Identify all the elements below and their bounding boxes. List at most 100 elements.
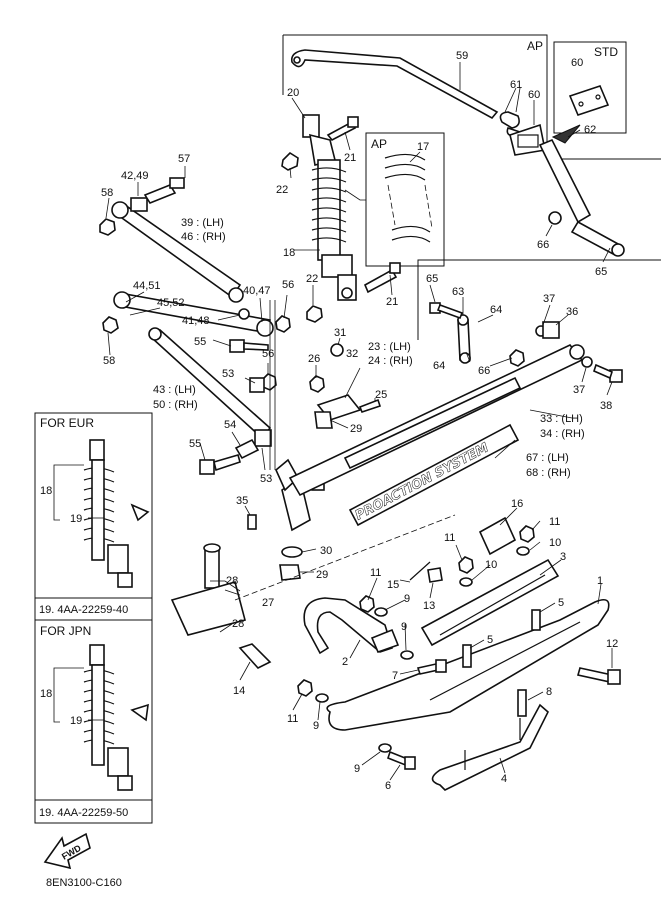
stabilizer-bar-59 — [290, 49, 499, 120]
callout-32: 32 — [346, 348, 358, 360]
callout-55-a: 55 — [194, 336, 206, 348]
callout-14: 14 — [233, 685, 245, 697]
ski-runner-4 — [431, 703, 549, 791]
callout-58-top: 58 — [101, 187, 113, 199]
clip-62 — [551, 124, 581, 144]
callout-1: 1 — [597, 575, 603, 587]
ap-spring-frame-label: AP — [371, 137, 387, 151]
washer-9-d — [378, 743, 392, 753]
washer-30 — [281, 546, 303, 558]
stabilizer-link-63 — [457, 314, 471, 364]
callout-6: 6 — [385, 780, 391, 792]
washer-37-bottom — [581, 356, 593, 368]
bolt-55-b — [199, 454, 241, 475]
jpn-callout-18: 18 — [40, 688, 52, 700]
collar-54 — [234, 438, 260, 460]
callout-3: 3 — [560, 551, 566, 563]
callout-68-rh: 68 : (RH) — [526, 467, 571, 479]
callout-5-b: 5 — [487, 634, 493, 646]
callout-40-47: 40,47 — [243, 285, 271, 297]
callout-28-b: 28 — [232, 618, 244, 630]
callout-39-lh: 39 : (LH) — [181, 217, 224, 229]
callout-4: 4 — [501, 773, 507, 785]
callout-24-rh: 24 : (RH) — [368, 355, 413, 367]
front-shock-18 — [302, 114, 357, 301]
stabilizer-link — [538, 138, 625, 257]
spindle-2 — [303, 597, 400, 655]
callout-45-52: 45,52 — [157, 297, 185, 309]
callout-12: 12 — [606, 638, 618, 650]
bolt-25 — [358, 398, 382, 413]
bushing-13 — [427, 567, 443, 583]
callout-11-b: 11 — [549, 516, 560, 528]
bushing-53-a — [249, 377, 265, 393]
bushing-53-b — [254, 429, 272, 447]
inset-jpn: FOR JPN 18 19 19. 4AA-22259-50 — [34, 619, 153, 824]
bushing-42 — [130, 177, 185, 212]
std-frame-label: STD — [594, 45, 618, 59]
callout-5-a: 5 — [558, 597, 564, 609]
bushing-36 — [542, 321, 560, 339]
jpn-part-code: 19. 4AA-22259-50 — [39, 807, 128, 819]
callout-66-link: 66 — [478, 365, 490, 377]
callout-55-b: 55 — [189, 438, 201, 450]
bolt-6 — [387, 750, 416, 770]
callout-64-a: 64 — [490, 304, 502, 316]
clip-31 — [330, 343, 344, 357]
callout-38: 38 — [600, 400, 612, 412]
ap-spring-frame: AP — [365, 132, 445, 267]
nut-11-b — [519, 525, 535, 543]
callout-11-a: 11 — [444, 532, 455, 544]
bolt-65-link — [429, 302, 464, 320]
eur-shock — [83, 439, 133, 588]
nut-22-top — [281, 151, 299, 171]
steering-arm-27 — [170, 543, 246, 636]
callout-60-std: 60 — [571, 57, 583, 69]
callout-37-bottom: 37 — [573, 384, 585, 396]
callout-26: 26 — [308, 353, 320, 365]
callout-41-48: 41,48 — [182, 315, 210, 327]
eur-part-code: 19. 4AA-22259-40 — [39, 604, 128, 616]
callout-46-rh: 46 : (RH) — [181, 231, 226, 243]
callout-56-a: 56 — [282, 279, 294, 291]
eur-clip — [130, 503, 150, 522]
callout-10-b: 10 — [485, 559, 497, 571]
plate-60-std — [568, 85, 610, 116]
callout-44-51: 44,51 — [133, 280, 161, 292]
nut-11-a — [458, 556, 474, 574]
callout-67-lh: 67 : (LH) — [526, 452, 569, 464]
callout-17: 17 — [417, 141, 429, 153]
fwd-arrow-icon: FWD — [43, 832, 91, 870]
callout-59: 59 — [456, 50, 468, 62]
callout-62: 62 — [584, 124, 596, 136]
callout-9-b: 9 — [401, 621, 407, 633]
callout-10-a: 10 — [549, 537, 561, 549]
callout-23-lh: 23 : (LH) — [368, 341, 411, 353]
callout-9-d: 9 — [354, 763, 360, 775]
washer-9-b — [400, 650, 414, 660]
callout-9-a: 9 — [404, 593, 410, 605]
callout-34-rh: 34 : (RH) — [540, 428, 585, 440]
callout-labels: 59 60 61 60 62 20 21 17 57 42,49 22 58 3… — [101, 50, 618, 792]
callout-29-bottom: 29 — [316, 569, 328, 581]
callout-20: 20 — [287, 87, 299, 99]
std-frame: STD — [553, 41, 627, 134]
callout-16: 16 — [511, 498, 523, 510]
callout-11-c: 11 — [370, 567, 381, 579]
ap-frame: AP — [282, 34, 661, 160]
washer-9-a — [374, 607, 388, 617]
bolt-12 — [576, 667, 621, 685]
eur-callout-18: 18 — [40, 485, 52, 497]
inset-eur: FOR EUR 18 19 19. 4AA-22259-40 — [34, 412, 153, 621]
washer-9-c — [315, 693, 329, 703]
callout-leaders — [105, 97, 613, 781]
callout-30: 30 — [320, 545, 332, 557]
bolt-8 — [517, 689, 527, 717]
callout-42-49: 42,49 — [121, 170, 149, 182]
washer-10-b — [459, 577, 473, 587]
jpn-clip — [130, 703, 149, 722]
nut-26 — [309, 375, 325, 393]
callout-37-top: 37 — [543, 293, 555, 305]
callout-65-top: 65 — [595, 266, 607, 278]
bracket-frame-line — [417, 259, 661, 340]
